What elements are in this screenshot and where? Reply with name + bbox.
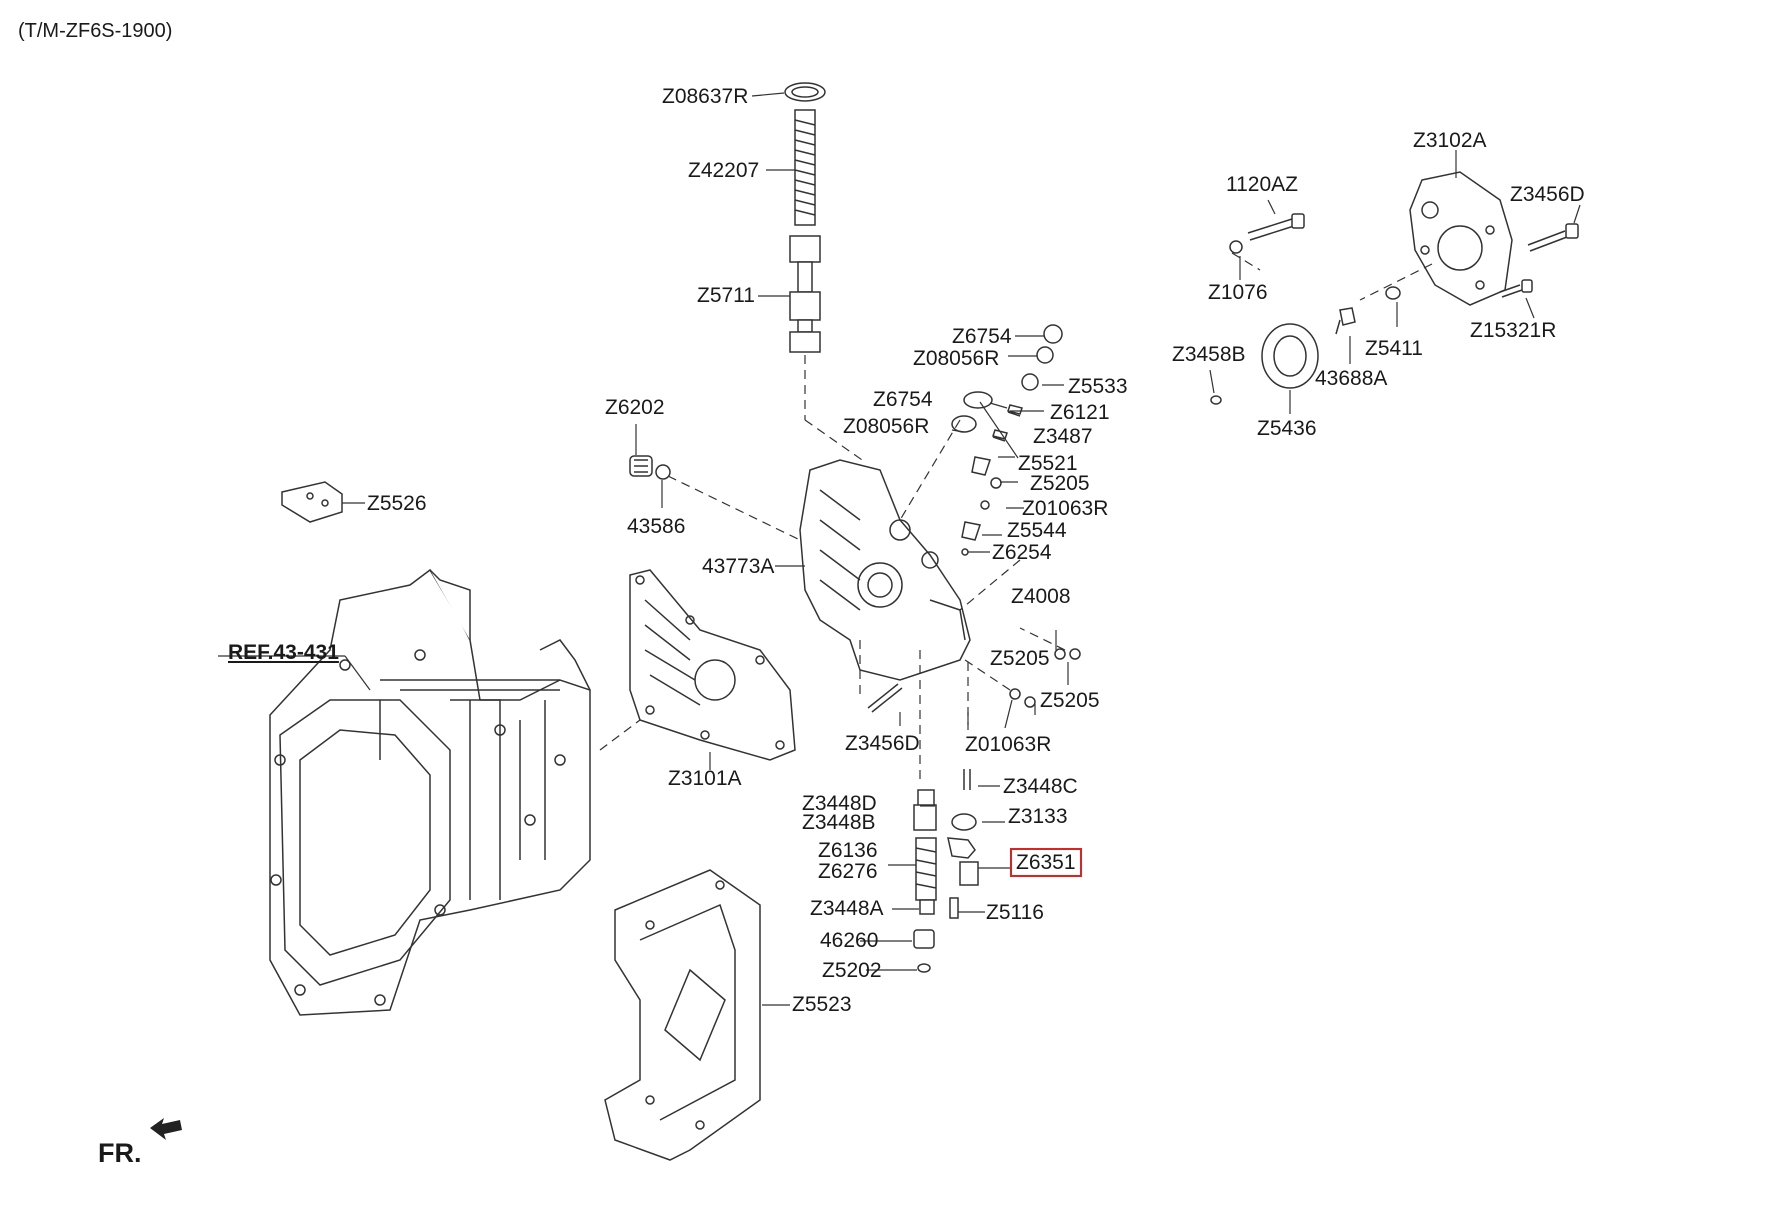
leader-lines [218, 92, 1581, 1006]
part-label-z5436[interactable]: Z5436 [1257, 417, 1317, 440]
gasket-z3101a-drawing [629, 569, 796, 761]
lower-valve-parts-drawing [867, 683, 979, 973]
part-label-z5521[interactable]: Z5521 [1018, 452, 1078, 475]
part-label-z42207[interactable]: Z42207 [688, 159, 760, 182]
part-label-z5205-a[interactable]: Z5205 [1030, 472, 1090, 495]
part-label-z08056r-b[interactable]: Z08056R [843, 415, 930, 438]
part-label-z5544[interactable]: Z5544 [1007, 519, 1067, 542]
part-label-z08637r[interactable]: Z08637R [662, 85, 749, 108]
assembly-dashed-lines [599, 252, 1433, 780]
part-label-z6754-b[interactable]: Z6754 [873, 388, 933, 411]
bracket-z5526-drawing [281, 481, 343, 523]
part-label-z5202[interactable]: Z5202 [822, 959, 882, 982]
ref-label[interactable]: REF.43-431 [228, 641, 339, 664]
part-label-z4008[interactable]: Z4008 [1011, 585, 1071, 608]
part-label-z1076[interactable]: Z1076 [1208, 281, 1268, 304]
part-label-z5526[interactable]: Z5526 [367, 492, 427, 515]
part-label-1120az[interactable]: 1120AZ [1226, 173, 1298, 196]
pump-cover-z3102a-drawing [1409, 171, 1513, 306]
part-label-z01063r-b[interactable]: Z01063R [965, 733, 1052, 756]
part-label-z5116[interactable]: Z5116 [986, 901, 1044, 924]
part-label-z3102a[interactable]: Z3102A [1413, 129, 1487, 152]
part-label-z3448d[interactable]: Z3448D [802, 792, 877, 815]
transmission-case-drawing [269, 568, 591, 1016]
part-label-z3133[interactable]: Z3133 [1008, 805, 1068, 828]
diagram-header: (T/M-ZF6S-1900) [18, 20, 173, 42]
front-arrow-icon [150, 1118, 182, 1140]
part-label-43688a[interactable]: 43688A [1315, 367, 1388, 390]
part-label-z5523[interactable]: Z5523 [792, 993, 852, 1016]
gear-z5436-drawing [1210, 286, 1401, 405]
part-label-z3101a[interactable]: Z3101A [668, 767, 742, 790]
part-label-z15321r[interactable]: Z15321R [1470, 319, 1557, 342]
part-label-z5411[interactable]: Z5411 [1365, 337, 1423, 360]
front-direction-label: FR. [98, 1138, 142, 1168]
part-label-z6276[interactable]: Z6276 [818, 860, 878, 883]
part-label-z5533[interactable]: Z5533 [1068, 375, 1128, 398]
part-label-z6121[interactable]: Z6121 [1050, 401, 1110, 424]
part-label-z3448a[interactable]: Z3448A [810, 897, 884, 920]
bolt-z3456d-drawing [1499, 223, 1579, 298]
plug-z6202-drawing [629, 455, 671, 480]
part-label-z6351-highlighted[interactable]: Z6351 [1010, 848, 1082, 877]
part-label-z01063r-a[interactable]: Z01063R [1022, 497, 1109, 520]
part-label-43586[interactable]: 43586 [627, 515, 686, 538]
part-label-z6754-a[interactable]: Z6754 [952, 325, 1012, 348]
part-label-z3456d-a[interactable]: Z3456D [845, 732, 920, 755]
valve-small-parts-drawing [951, 324, 1081, 708]
part-label-43773a[interactable]: 43773A [702, 555, 775, 578]
part-label-z5205-b[interactable]: Z5205 [990, 647, 1050, 670]
part-label-z3448c[interactable]: Z3448C [1003, 775, 1078, 798]
part-label-z6136[interactable]: Z6136 [818, 839, 878, 862]
part-label-z6254[interactable]: Z6254 [992, 541, 1052, 564]
part-label-z3448b[interactable]: Z3448B [802, 811, 876, 834]
bolt-1120az-drawing [1229, 213, 1305, 254]
part-label-z3456d-b[interactable]: Z3456D [1510, 183, 1585, 206]
part-label-z5205-c[interactable]: Z5205 [1040, 689, 1100, 712]
part-label-z3487[interactable]: Z3487 [1033, 425, 1093, 448]
part-label-z6202[interactable]: Z6202 [605, 396, 665, 419]
part-label-46260[interactable]: 46260 [820, 929, 879, 952]
spring-valve-stack-drawing [784, 82, 826, 353]
cover-plate-z5523-drawing [604, 869, 761, 1161]
part-label-z08056r-a[interactable]: Z08056R [913, 347, 1000, 370]
part-label-z3458b[interactable]: Z3458B [1172, 343, 1246, 366]
valve-body-43773a-drawing [799, 459, 971, 681]
part-label-z5711[interactable]: Z5711 [697, 284, 755, 307]
